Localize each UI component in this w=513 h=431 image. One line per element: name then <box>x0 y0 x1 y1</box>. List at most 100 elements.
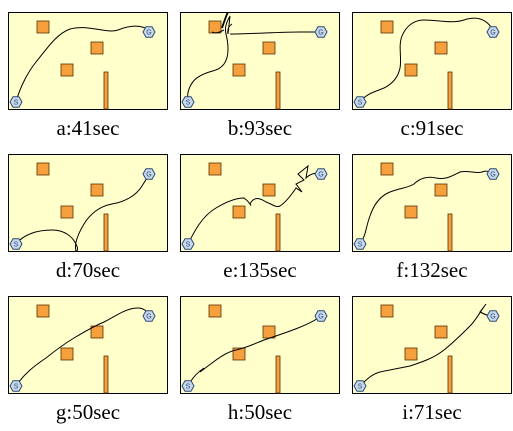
obstacle-box <box>90 325 104 339</box>
svg-text:S: S <box>358 100 363 107</box>
robot-path <box>187 315 322 387</box>
obstacle-box <box>208 162 222 176</box>
panel-caption: a:41sec <box>56 116 120 140</box>
wall-obstacle <box>447 355 453 394</box>
svg-text:G: G <box>146 30 151 37</box>
obstacle-box <box>404 347 418 361</box>
svg-text:S: S <box>14 100 19 107</box>
svg-text:S: S <box>14 384 19 391</box>
svg-text:G: G <box>318 172 323 179</box>
arena-map: S G <box>352 154 512 252</box>
start-hexagon-icon: S <box>181 380 195 392</box>
robot-path <box>187 164 322 245</box>
start-hexagon-icon: S <box>9 380 23 392</box>
svg-text:G: G <box>318 314 323 321</box>
trajectory-panel-b: S G b:93sec <box>180 12 340 147</box>
obstacle-box <box>60 347 74 361</box>
trajectory-panel-e: S G e:135sec <box>180 154 340 289</box>
obstacle-box <box>60 63 74 77</box>
panel-caption: d:70sec <box>55 258 121 282</box>
robot-path-overlap <box>221 12 229 29</box>
wall-obstacle <box>275 71 281 110</box>
arena-background <box>352 296 512 394</box>
obstacle-box <box>232 347 246 361</box>
svg-text:G: G <box>490 314 495 321</box>
start-hexagon-icon: S <box>9 238 23 250</box>
obstacle-box <box>36 162 50 176</box>
wall-obstacle <box>275 213 281 252</box>
obstacle-box <box>380 162 394 176</box>
goal-hexagon-icon: G <box>142 26 156 38</box>
svg-text:G: G <box>146 172 151 179</box>
arena-map: S G <box>180 154 340 252</box>
obstacle-box <box>434 41 448 55</box>
start-hexagon-icon: S <box>353 238 367 250</box>
wall-obstacle <box>275 355 281 394</box>
obstacle-box <box>434 325 448 339</box>
panel-caption: c:91sec <box>400 116 464 140</box>
robot-path <box>15 173 150 252</box>
obstacle-box <box>404 63 418 77</box>
obstacle-box <box>90 41 104 55</box>
goal-hexagon-icon: G <box>486 310 500 322</box>
goal-hexagon-icon: G <box>142 310 156 322</box>
robot-path <box>15 307 150 387</box>
obstacle-box <box>232 63 246 77</box>
obstacle-box <box>262 41 276 55</box>
svg-text:S: S <box>358 384 363 391</box>
arena-map: S G <box>8 154 168 252</box>
obstacle-box <box>380 20 394 34</box>
obstacle-box <box>208 20 222 34</box>
start-hexagon-icon: S <box>353 380 367 392</box>
arena-background <box>180 296 340 394</box>
arena-background <box>8 12 168 110</box>
trajectory-panel-c: S G c:91sec <box>352 12 512 147</box>
arena-background <box>352 154 512 252</box>
obstacle-box <box>434 183 448 197</box>
svg-text:G: G <box>490 172 495 179</box>
panel-caption: e:135sec <box>223 258 297 282</box>
svg-text:S: S <box>186 100 191 107</box>
arena-background <box>8 296 168 394</box>
svg-text:S: S <box>186 242 191 249</box>
svg-text:G: G <box>146 314 151 321</box>
svg-text:S: S <box>14 242 19 249</box>
arena-map: S G <box>180 12 340 110</box>
start-hexagon-icon: S <box>181 96 195 108</box>
goal-hexagon-icon: G <box>314 310 328 322</box>
goal-hexagon-icon: G <box>486 168 500 180</box>
goal-hexagon-icon: G <box>142 168 156 180</box>
obstacle-box <box>36 20 50 34</box>
panel-caption: i:71sec <box>402 400 462 424</box>
obstacle-box <box>380 304 394 318</box>
start-hexagon-icon: S <box>9 96 23 108</box>
arena-background <box>180 154 340 252</box>
obstacle-box <box>60 205 74 219</box>
svg-text:S: S <box>358 242 363 249</box>
svg-text:S: S <box>186 384 191 391</box>
arena-background <box>180 12 340 110</box>
obstacle-box <box>90 183 104 197</box>
panel-caption: b:93sec <box>227 116 293 140</box>
goal-hexagon-icon: G <box>486 26 500 38</box>
arena-map: S G <box>352 296 512 394</box>
trajectory-panel-d: S G d:70sec <box>8 154 168 289</box>
svg-text:G: G <box>490 30 495 37</box>
wall-obstacle <box>447 213 453 252</box>
arena-map: S G <box>180 296 340 394</box>
wall-obstacle <box>103 355 109 394</box>
panel-caption: f:132sec <box>396 258 468 282</box>
robot-path <box>359 170 494 245</box>
obstacle-box <box>232 205 246 219</box>
trajectory-panel-f: S G f:132sec <box>352 154 512 289</box>
robot-path <box>359 303 494 387</box>
arena-map: S G <box>8 296 168 394</box>
panel-caption: g:50sec <box>55 400 121 424</box>
obstacle-box <box>404 205 418 219</box>
goal-hexagon-icon: G <box>314 26 328 38</box>
trajectory-panel-h: S G h:50sec <box>180 296 340 431</box>
arena-map: S G <box>352 12 512 110</box>
wall-obstacle <box>103 213 109 252</box>
arena-map: S G <box>8 12 168 110</box>
robot-path <box>359 17 494 103</box>
